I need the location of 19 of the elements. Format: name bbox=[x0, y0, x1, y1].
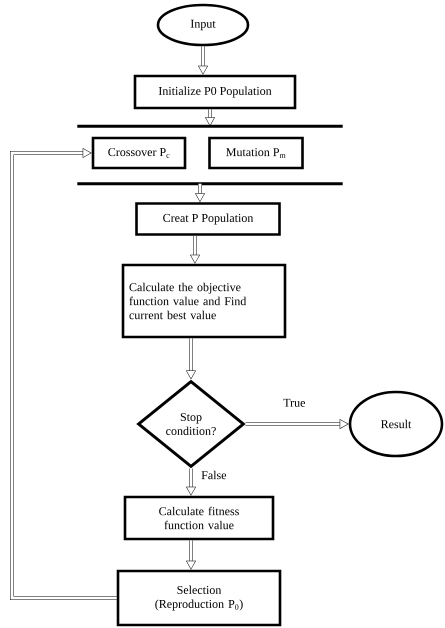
hollow-arrow bbox=[186, 540, 196, 570]
hollow-arrow bbox=[186, 468, 196, 496]
hollow-arrow bbox=[246, 419, 348, 429]
hollow-arrow bbox=[195, 184, 205, 202]
hollow-arrow bbox=[186, 338, 196, 380]
edge-label: True bbox=[283, 398, 306, 407]
hollow-arrow bbox=[190, 236, 200, 264]
process-box: Selection (Reproduction P$_{0}$) bbox=[116, 570, 282, 626]
parallel-band bbox=[77, 124, 343, 186]
hollow-arrow bbox=[198, 46, 208, 74]
process-box: Mutation P$_{m}$ bbox=[208, 136, 304, 170]
process-box: Crossover P$_{c}$ bbox=[92, 136, 186, 170]
hollow-arrow bbox=[205, 109, 215, 126]
process-box: Calculate fitness function value bbox=[124, 496, 274, 540]
hollow-arrow bbox=[10, 148, 117, 600]
process-box: Creat P Population bbox=[135, 202, 281, 236]
process-box: Calculate the objective function value and Find current best value bbox=[122, 264, 286, 338]
process-box: Initialize P0 Population bbox=[134, 74, 296, 110]
edge-label: False bbox=[202, 470, 226, 480]
